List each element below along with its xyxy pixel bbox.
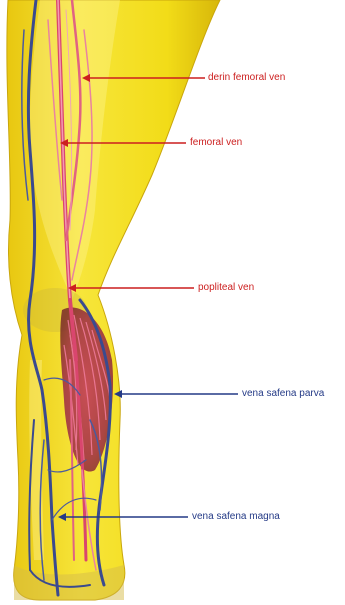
label-popliteal-vein: popliteal ven xyxy=(198,282,254,294)
label-small-saphenous-vein: vena safena parva xyxy=(242,388,324,400)
label-femoral-vein: femoral ven xyxy=(190,137,242,149)
leg-silhouette xyxy=(7,0,220,600)
label-great-saphenous-vein: vena safena magna xyxy=(192,511,280,523)
small-saphenous-pointer xyxy=(114,390,238,398)
label-deep-femoral-vein: derin femoral ven xyxy=(208,72,285,84)
